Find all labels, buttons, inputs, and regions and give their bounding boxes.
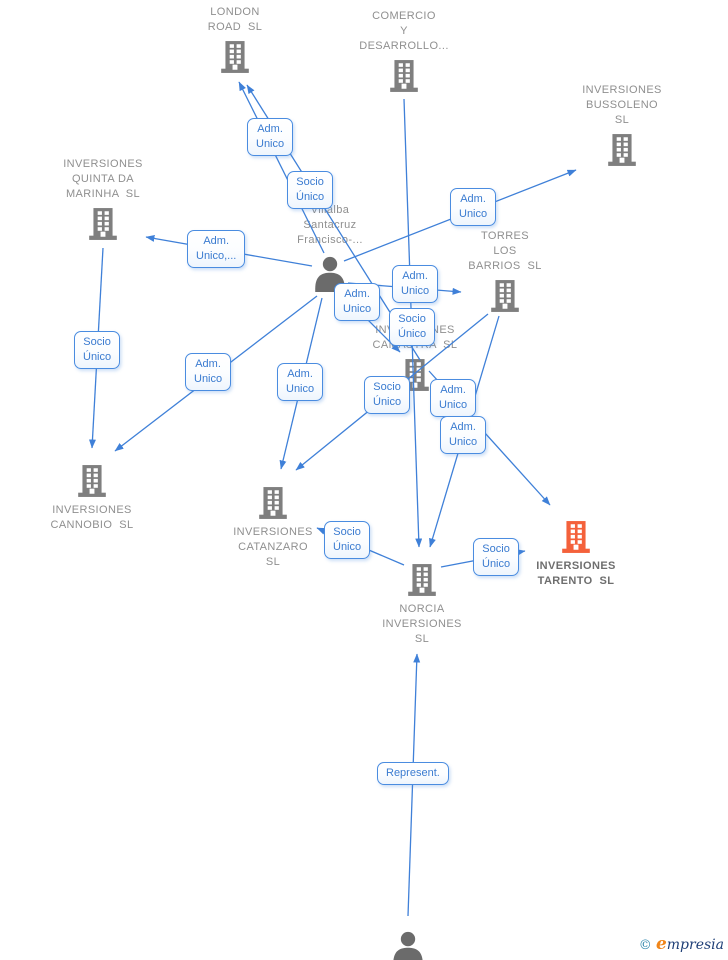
building-icon [78,465,106,497]
building-icon [259,487,287,519]
person-icon [393,931,423,960]
relation-badge-adm.-unico[interactable]: Adm.Unico [334,283,381,321]
relation-badge-adm.-unico[interactable]: Adm.Unico [277,363,324,401]
company-node-tarento[interactable] [559,520,593,554]
relation-badge-adm.-unico,...[interactable]: Adm.Unico,... [187,230,246,268]
building-icon [562,521,590,553]
company-node-catanzaro[interactable] [256,486,290,520]
company-node-cannobio[interactable] [75,464,109,498]
relation-badge-represent.[interactable]: Represent. [377,761,449,785]
building-icon [491,280,519,312]
building-icon [221,41,249,73]
relation-badge-adm.-unico[interactable]: Adm.Unico [247,118,294,156]
relation-edge-person-bottom-to-norcia [407,653,421,917]
copyright-symbol: © [638,938,656,953]
company-node-norcia[interactable] [405,563,439,597]
building-icon [608,134,636,166]
brand-logo-letter: e [655,934,667,954]
company-node-london-road[interactable] [218,40,252,74]
building-icon [390,60,418,92]
company-node-torres-barrios[interactable] [488,279,522,313]
relation-badge-adm.-unico[interactable]: Adm.Unico [440,416,487,454]
relation-badge-adm.-unico[interactable]: Adm.Unico [185,353,232,391]
relation-badge-adm.-unico[interactable]: Adm.Unico [450,188,497,226]
relation-badge-adm.-unico[interactable]: Adm.Unico [430,379,477,417]
building-icon [408,564,436,596]
company-node-comercio[interactable] [387,59,421,93]
brand-logo-text: mpresia [666,937,724,953]
company-node-bussoleno[interactable] [605,133,639,167]
person-node-person-bottom[interactable] [389,928,427,960]
empresia-watermark[interactable]: © empresia [639,934,724,954]
relation-badge-adm.-unico[interactable]: Adm.Unico [392,265,439,303]
building-icon [89,208,117,240]
company-node-quinta-marinha[interactable] [86,207,120,241]
